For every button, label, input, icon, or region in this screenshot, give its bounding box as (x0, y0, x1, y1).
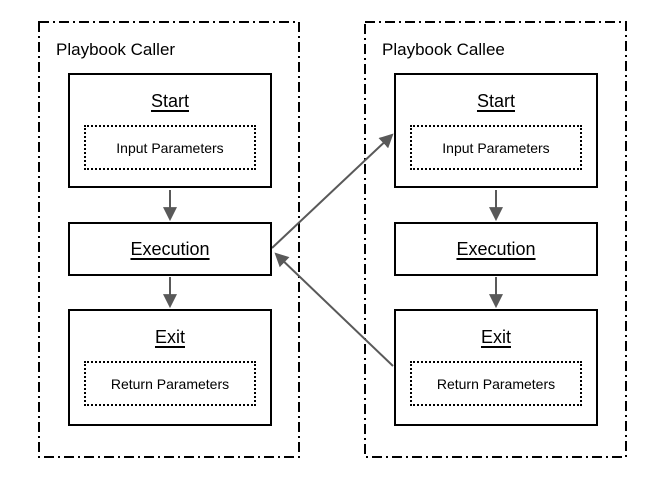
caller-exit-label: Exit (154, 327, 185, 347)
callee-exit-node: Exit Return Parameters (394, 309, 598, 426)
caller-exit-node: Exit Return Parameters (68, 309, 272, 426)
caller-return-parameters-label: Return Parameters (110, 375, 230, 392)
callee-return-parameters-box: Return Parameters (410, 361, 582, 406)
arrow-return-callee-exit-to-caller-execution (274, 252, 394, 367)
caller-container-border (38, 21, 300, 458)
caller-input-parameters-label: Input Parameters (116, 139, 224, 156)
callee-exit-label: Exit (480, 327, 511, 347)
caller-start-label: Start (150, 91, 189, 111)
callee-start-node: Start Input Parameters (394, 73, 598, 188)
caller-return-parameters-box: Return Parameters (84, 361, 256, 406)
callee-start-label: Start (476, 91, 515, 111)
arrow-call-caller-execution-to-callee-start (271, 133, 394, 249)
callee-container-border (364, 21, 627, 458)
caller-execution-label: Execution (130, 239, 210, 259)
callee-execution-label: Execution (456, 239, 536, 259)
callee-container-title: Playbook Callee (382, 40, 505, 59)
callee-return-parameters-label: Return Parameters (436, 375, 556, 392)
caller-execution-node: Execution (68, 222, 272, 276)
caller-start-node: Start Input Parameters (68, 73, 272, 188)
caller-input-parameters-box: Input Parameters (84, 125, 256, 170)
callee-execution-node: Execution (394, 222, 598, 276)
callee-input-parameters-label: Input Parameters (442, 139, 550, 156)
callee-input-parameters-box: Input Parameters (410, 125, 582, 170)
caller-container-title: Playbook Caller (56, 40, 176, 59)
